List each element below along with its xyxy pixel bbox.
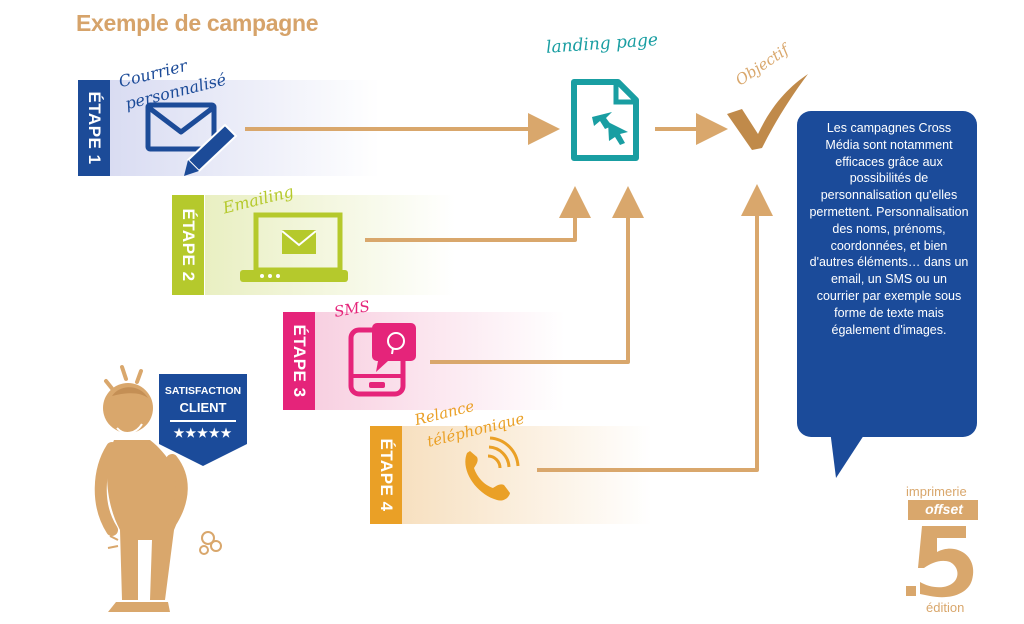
badge-stars: ★★★★★: [173, 426, 233, 440]
phone-icon: [348, 323, 416, 397]
arrow-step2-landing: [365, 186, 591, 242]
badge-line1: SATISFACTION: [164, 385, 242, 397]
step4-band: [402, 426, 652, 524]
arrow-step4-objective: [537, 184, 773, 472]
envelope-icon: [145, 102, 217, 152]
logo-top-text: imprimerie: [906, 484, 967, 499]
step2-tag: ÉTAPE 2: [172, 195, 204, 295]
laptop-icon: [240, 212, 348, 282]
bubble-tail: [830, 430, 866, 478]
logo-bottom-text: édition: [926, 600, 965, 615]
stressed-customer-figure: [94, 365, 222, 612]
step1-tag: ÉTAPE 1: [78, 80, 110, 176]
page-title: Exemple de campagne: [76, 10, 319, 36]
info-bubble: [797, 111, 977, 437]
landing-page-icon: [571, 79, 639, 161]
step4-tag: ÉTAPE 4: [370, 426, 402, 524]
pen-icon: [184, 123, 238, 176]
info-bubble-text: Les campagnes Cross Média sont notamment…: [809, 121, 969, 337]
logo-offset-text: offset: [915, 500, 973, 518]
checkmark-icon: [727, 74, 808, 150]
telephone-icon: [465, 436, 520, 501]
step3-tag: ÉTAPE 3: [283, 312, 315, 410]
arrow-step3-landing: [430, 186, 644, 364]
badge-line2: CLIENT: [179, 400, 227, 415]
